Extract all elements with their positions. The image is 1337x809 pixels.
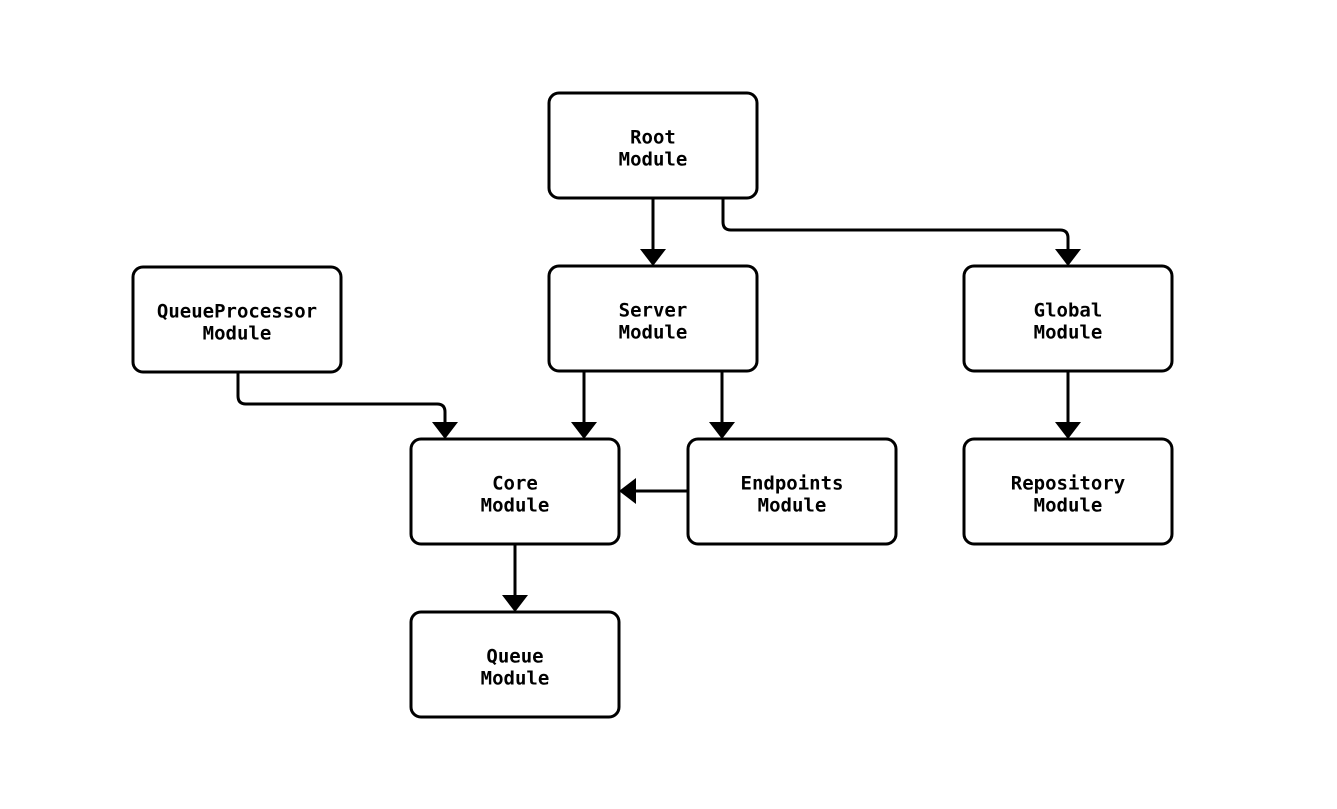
- arrowhead-icon: [432, 422, 458, 439]
- node-box: [409, 437, 621, 546]
- node-box: [686, 437, 898, 546]
- edge-core-queue: [502, 544, 528, 612]
- node-box: [962, 437, 1174, 546]
- edge-root-server: [640, 198, 666, 266]
- arrowhead-icon: [1055, 249, 1081, 266]
- edge-connector: [721, 198, 1070, 249]
- node-box: [409, 610, 621, 719]
- node-box: [962, 264, 1174, 373]
- arrowhead-icon: [709, 422, 735, 439]
- arrowhead-icon: [1055, 422, 1081, 439]
- edge-root-global: [721, 198, 1081, 266]
- node-box: [547, 264, 759, 373]
- edge-endpoints-core: [619, 478, 688, 504]
- arrowhead-icon: [619, 478, 636, 504]
- edge-server-core: [571, 371, 597, 439]
- arrowhead-icon: [640, 249, 666, 266]
- arrowhead-icon: [571, 422, 597, 439]
- edge-queueprocessor-core: [236, 372, 458, 439]
- edge-global-repository: [1055, 371, 1081, 439]
- node-box: [547, 91, 759, 200]
- node-box: [131, 265, 343, 374]
- edge-connector: [236, 372, 447, 422]
- arrowhead-icon: [502, 595, 528, 612]
- edge-server-endpoints: [709, 371, 735, 439]
